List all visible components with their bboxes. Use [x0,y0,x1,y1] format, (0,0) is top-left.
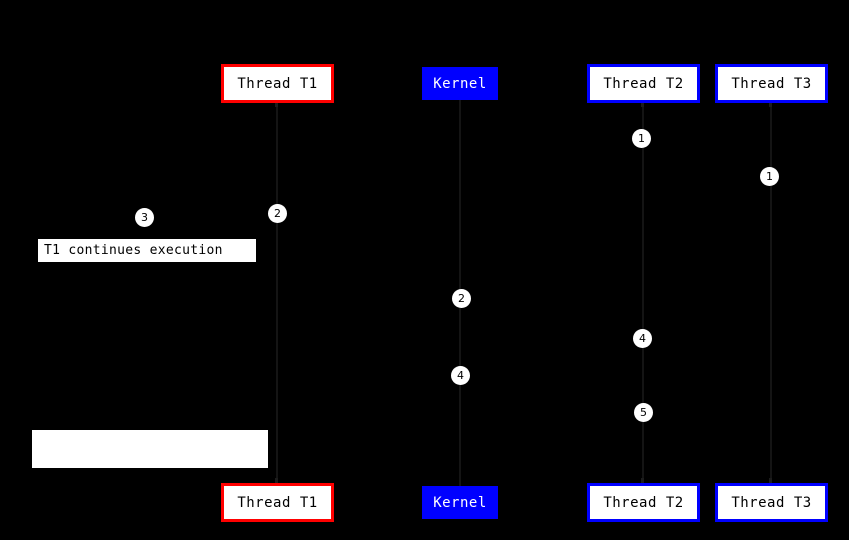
step-marker-1: 1 [632,129,651,148]
lifeline-stub-stub-t3-top [769,102,772,107]
empty-note [32,430,268,468]
lifeline-stub-stub-t2-top [641,102,644,107]
participant-label: Thread T2 [603,75,684,92]
participant-t2b[interactable]: Thread T2 [587,483,700,522]
note-t1-continues: T1 continues execution [37,238,257,263]
participant-label: Kernel [433,494,487,511]
step-marker-1: 1 [760,167,779,186]
participant-t1b[interactable]: Thread T1 [221,483,334,522]
participant-label: Thread T1 [237,494,318,511]
participant-label: Thread T3 [731,494,812,511]
lifeline-stub-stub-t2-bottom [641,478,644,483]
participant-label: Thread T3 [731,75,812,92]
step-marker-2: 2 [268,204,287,223]
participant-t2[interactable]: Thread T2 [587,64,700,103]
step-marker-3: 3 [135,208,154,227]
participant-label: Thread T1 [237,75,318,92]
participant-t1[interactable]: Thread T1 [221,64,334,103]
participant-kernelb[interactable]: Kernel [422,486,498,519]
participant-label: Kernel [433,75,487,92]
lifeline-ll-t3 [770,103,772,483]
lifeline-stub-stub-t1-top [275,102,278,107]
step-marker-4: 4 [633,329,652,348]
step-marker-5: 5 [634,403,653,422]
participant-t3b[interactable]: Thread T3 [715,483,828,522]
lifeline-ll-t2 [642,103,644,483]
participant-label: Thread T2 [603,494,684,511]
participant-t3[interactable]: Thread T3 [715,64,828,103]
step-marker-4: 4 [451,366,470,385]
step-marker-2: 2 [452,289,471,308]
lifeline-stub-stub-t1-bottom [275,478,278,483]
note-label: T1 continues execution [44,243,223,258]
lifeline-stub-stub-t3-bottom [769,478,772,483]
lifeline-ll-t1 [276,103,278,483]
participant-kernel[interactable]: Kernel [422,67,498,100]
